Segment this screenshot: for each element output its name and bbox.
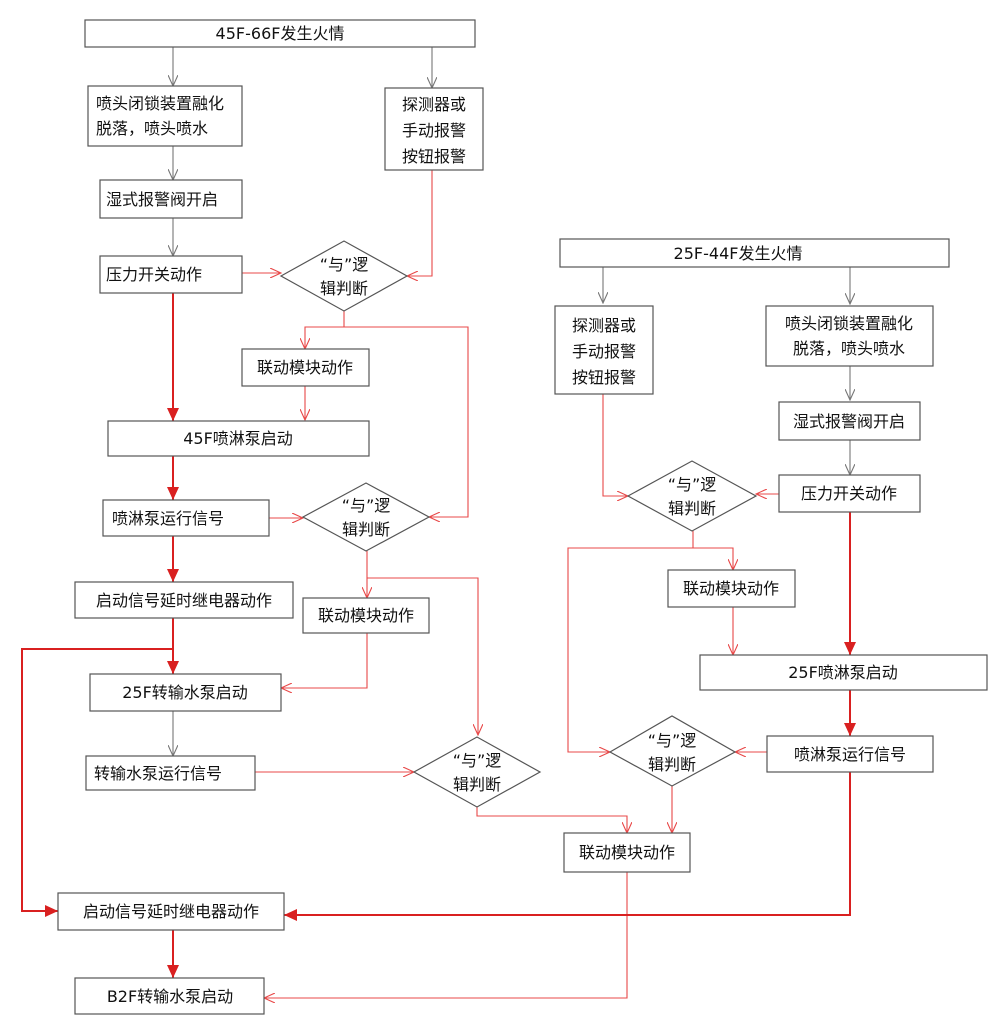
node-label: 压力开关动作 — [801, 484, 897, 503]
node-label: 辑判断 — [668, 499, 716, 518]
connectors — [21, 47, 856, 998]
node-label: “与”逻 — [342, 496, 391, 515]
node-delay-relay-bottom: 启动信号延时继电器动作 — [57, 892, 285, 931]
node-link-module-3: 联动模块动作 — [667, 569, 796, 608]
node-and-logic-5: “与”逻 辑判断 — [608, 715, 737, 787]
node-label: 按钮报警 — [402, 147, 466, 166]
node-pump-25f: 25F喷淋泵启动 — [699, 654, 988, 691]
connector — [407, 170, 433, 276]
node-link-module-4: 联动模块动作 — [563, 832, 691, 873]
node-label: 45F喷淋泵启动 — [183, 429, 293, 448]
node-label: 按钮报警 — [572, 368, 636, 387]
node-label: 联动模块动作 — [257, 358, 353, 377]
node-label: 启动信号延时继电器动作 — [96, 591, 272, 610]
node-label: 探测器或 — [402, 95, 466, 114]
connector — [692, 531, 733, 570]
node-label: 脱落，喷头喷水 — [96, 119, 208, 138]
node-label: 25F喷淋泵启动 — [788, 663, 898, 682]
node-label: 探测器或 — [572, 316, 636, 335]
node-label: B2F转输水泵启动 — [107, 987, 233, 1006]
node-label: 手动报警 — [402, 121, 466, 140]
node-label: 辑判断 — [453, 775, 501, 794]
node-label: 压力开关动作 — [106, 265, 202, 284]
node-transfer-b2f: B2F转输水泵启动 — [74, 977, 265, 1015]
node-detector-right: 探测器或 手动报警 按钮报警 — [554, 305, 654, 395]
node-label: 辑判断 — [648, 755, 696, 774]
node-label: 转输水泵运行信号 — [94, 764, 222, 783]
node-pressure-left: 压力开关动作 — [99, 255, 243, 294]
node-transfer-run: 转输水泵运行信号 — [85, 755, 256, 791]
node-and-logic-4: “与”逻 辑判断 — [626, 460, 758, 532]
node-and-logic-1: “与”逻 辑判断 — [279, 240, 409, 312]
node-label: “与”逻 — [453, 751, 502, 770]
node-label: 25F转输水泵启动 — [122, 683, 248, 702]
node-pump-run-right: 喷淋泵运行信号 — [766, 735, 934, 773]
node-and-logic-3: “与”逻 辑判断 — [412, 736, 542, 808]
connector — [264, 872, 628, 998]
node-wet-valve-right: 湿式报警阀开启 — [778, 401, 921, 441]
node-label: 25F-44F发生火情 — [674, 244, 803, 263]
node-fire-25-44: 25F-44F发生火情 — [559, 238, 950, 268]
connector — [284, 772, 851, 921]
node-label: “与”逻 — [320, 255, 369, 274]
node-label: 手动报警 — [572, 342, 636, 361]
node-wet-valve-left: 湿式报警阀开启 — [99, 179, 243, 219]
node-fire-45-66: 45F-66F发生火情 — [84, 19, 476, 48]
node-label: 喷头闭锁装置融化 — [96, 94, 224, 113]
node-delay-relay-left: 启动信号延时继电器动作 — [74, 581, 294, 619]
node-label: 45F-66F发生火情 — [216, 24, 345, 43]
node-label: 喷淋泵运行信号 — [794, 745, 906, 764]
node-label: 联动模块动作 — [579, 843, 675, 862]
connector — [476, 807, 627, 833]
connector — [567, 547, 693, 752]
node-label: “与”逻 — [668, 475, 717, 494]
connector — [281, 633, 368, 688]
node-transfer-25f: 25F转输水泵启动 — [89, 673, 282, 712]
connector — [21, 648, 173, 917]
node-label: 喷淋泵运行信号 — [112, 509, 224, 528]
node-label: 辑判断 — [320, 279, 368, 298]
node-sprinkler-left: 喷头闭锁装置融化 脱落，喷头喷水 — [87, 85, 243, 147]
node-pump-run-left: 喷淋泵运行信号 — [102, 499, 270, 537]
node-label: “与”逻 — [648, 731, 697, 750]
node-label: 脱落，喷头喷水 — [793, 339, 905, 358]
node-label: 湿式报警阀开启 — [106, 190, 218, 209]
node-label: 湿式报警阀开启 — [793, 412, 905, 431]
connector — [305, 311, 345, 349]
node-and-logic-2: “与”逻 辑判断 — [301, 482, 431, 552]
node-link-module-2: 联动模块动作 — [302, 597, 430, 634]
connector — [602, 394, 628, 496]
connector — [344, 326, 469, 517]
node-label: 喷头闭锁装置融化 — [785, 314, 913, 333]
connector — [367, 577, 478, 735]
node-label: 联动模块动作 — [318, 606, 414, 625]
node-pump-45f: 45F喷淋泵启动 — [107, 420, 370, 457]
node-label: 启动信号延时继电器动作 — [83, 902, 259, 921]
node-link-module-1: 联动模块动作 — [241, 348, 370, 387]
node-label: 辑判断 — [342, 520, 390, 539]
node-sprinkler-right: 喷头闭锁装置融化 脱落，喷头喷水 — [765, 305, 934, 367]
node-detector-left: 探测器或 手动报警 按钮报警 — [384, 87, 484, 171]
node-label: 联动模块动作 — [683, 579, 779, 598]
node-pressure-right: 压力开关动作 — [778, 474, 921, 513]
